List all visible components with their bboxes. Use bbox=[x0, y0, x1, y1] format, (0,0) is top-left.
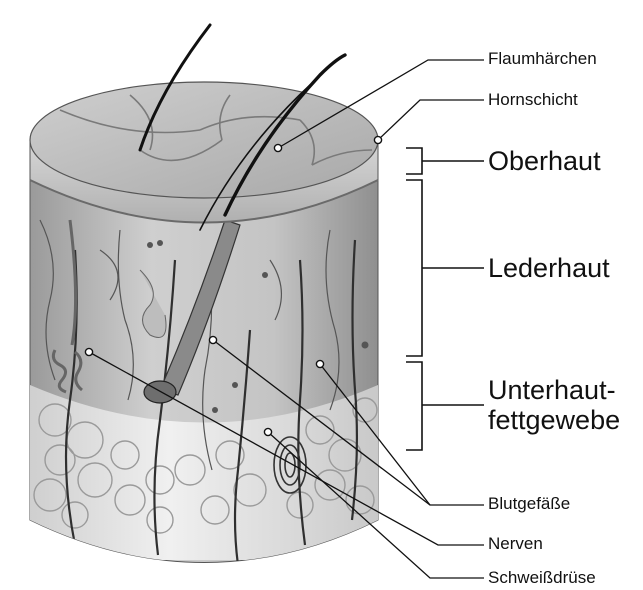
bracket-unterhaut bbox=[406, 362, 484, 450]
label-blutgefaesse: Blutgefäße bbox=[488, 495, 570, 512]
skin-surface bbox=[30, 82, 378, 198]
label-unterhaut-line2: fettgewebe bbox=[488, 407, 620, 434]
layer-brackets bbox=[406, 148, 484, 450]
bracket-oberhaut bbox=[406, 148, 484, 174]
label-unterhaut-line1: Unterhaut- bbox=[488, 377, 616, 404]
label-schweissdruese: Schweißdrüse bbox=[488, 569, 596, 586]
label-lederhaut: Lederhaut bbox=[488, 255, 610, 282]
label-nerven: Nerven bbox=[488, 535, 543, 552]
label-flaumhaerchen: Flaumhärchen bbox=[488, 50, 597, 67]
label-hornschicht: Hornschicht bbox=[488, 91, 578, 108]
label-oberhaut: Oberhaut bbox=[488, 148, 601, 175]
bracket-lederhaut bbox=[406, 180, 484, 356]
